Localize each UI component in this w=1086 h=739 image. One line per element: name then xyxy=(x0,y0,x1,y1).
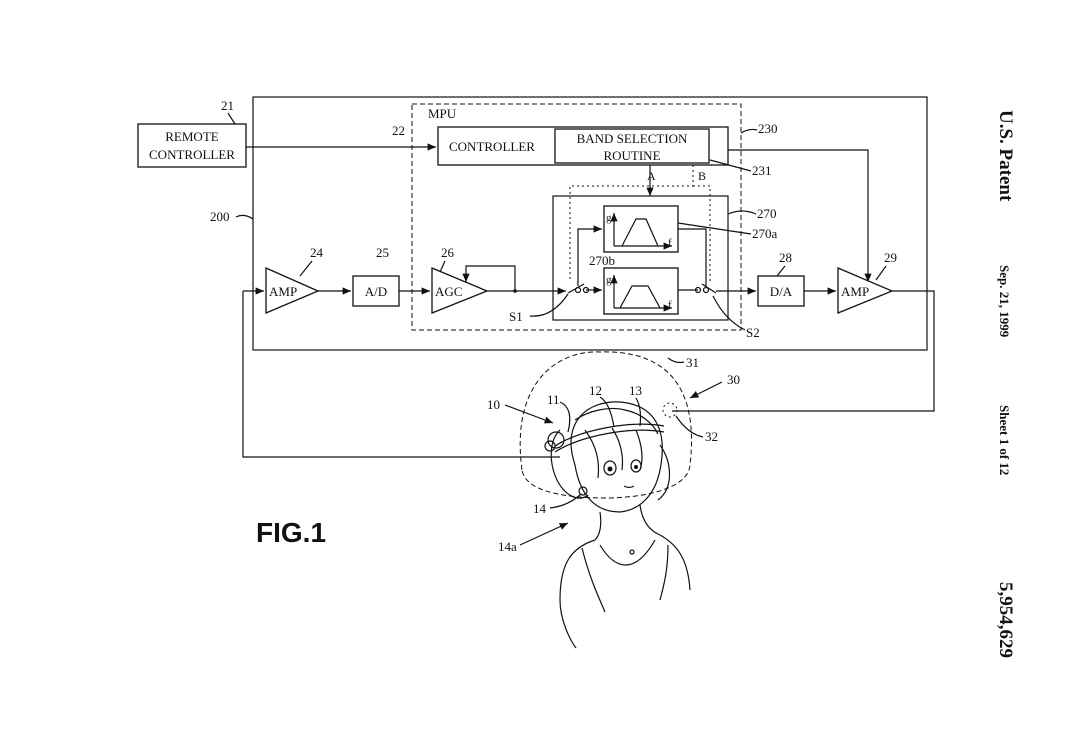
da-label: D/A xyxy=(770,284,793,299)
filter-b-g: g xyxy=(606,274,612,286)
output-to-speaker-line xyxy=(672,290,935,412)
band-selection-label-1: BAND SELECTION xyxy=(577,131,688,146)
ref-31: 31 xyxy=(686,355,699,370)
ref-24: 24 xyxy=(310,245,324,260)
control-a-label: A xyxy=(647,169,656,183)
system-box-200 xyxy=(252,96,928,351)
ref-s2: S2 xyxy=(746,325,760,340)
ref-21: 21 xyxy=(221,98,234,113)
filter-a-response xyxy=(621,218,659,247)
figure-label: FIG.1 xyxy=(256,517,326,548)
filter-section-box xyxy=(552,195,729,321)
agc-feedback-line xyxy=(462,265,516,291)
filter-270a xyxy=(603,205,679,253)
switch-s2-blade xyxy=(701,283,717,294)
ref-200: 200 xyxy=(210,209,230,224)
mpu-label: MPU xyxy=(428,106,457,121)
filter-a-f: f xyxy=(668,237,672,249)
controller-label: CONTROLLER xyxy=(449,139,535,154)
ref-32: 32 xyxy=(705,429,718,444)
publisher-text: U.S. Patent xyxy=(995,110,1016,202)
ref-11: 11 xyxy=(547,392,560,407)
headband-12 xyxy=(554,429,665,453)
ref-270: 270 xyxy=(757,206,777,221)
ref-230: 230 xyxy=(758,121,778,136)
ref-30: 30 xyxy=(727,372,740,387)
ref-22: 22 xyxy=(392,123,405,138)
filter-b-response xyxy=(619,285,661,309)
ref-14a: 14a xyxy=(498,539,517,554)
microphone-14 xyxy=(578,486,588,496)
mic-return-line xyxy=(242,291,560,458)
ref-29: 29 xyxy=(884,250,897,265)
remote-controller-block xyxy=(137,123,247,168)
filter-270b xyxy=(603,267,679,315)
ref-270a: 270a xyxy=(752,226,778,241)
agc-label: AGC xyxy=(435,284,462,299)
controller-to-amp-line xyxy=(728,149,872,282)
input-amp-24 xyxy=(265,267,320,314)
da-converter-28 xyxy=(757,275,805,307)
switch-s1-blade xyxy=(567,283,585,294)
patent-header: U.S. Patent Sep. 21, 1999 Sheet 1 of 12 … xyxy=(995,110,1016,658)
sheet-text: Sheet 1 of 12 xyxy=(997,405,1012,475)
band-selection-label-2: ROUTINE xyxy=(603,148,660,163)
patent-number-text: 5,954,629 xyxy=(995,582,1016,658)
filter-b-f: f xyxy=(668,299,672,311)
output-amp-label: AMP xyxy=(841,284,869,299)
agc-26 xyxy=(431,267,489,314)
speaker-32 xyxy=(662,402,678,418)
ref-26: 26 xyxy=(441,245,455,260)
ref-25: 25 xyxy=(376,245,389,260)
ref-13: 13 xyxy=(629,383,642,398)
input-amp-label: AMP xyxy=(269,284,297,299)
remote-controller-label-1: REMOTE xyxy=(165,129,219,144)
output-amp-29 xyxy=(837,267,894,314)
remote-controller-label-2: CONTROLLER xyxy=(149,147,235,162)
ref-12: 12 xyxy=(589,383,602,398)
mpu-box xyxy=(411,103,742,331)
date-text: Sep. 21, 1999 xyxy=(997,265,1012,338)
ref-s1: S1 xyxy=(509,309,523,324)
band-selection-routine-block xyxy=(554,128,710,164)
ad-converter-25 xyxy=(352,275,400,307)
filter-a-g: g xyxy=(606,212,612,224)
control-b-label: B xyxy=(698,169,706,183)
control-line-b xyxy=(569,165,694,282)
ref-28: 28 xyxy=(779,250,792,265)
ad-label: A/D xyxy=(365,284,387,299)
ref-270b: 270b xyxy=(589,253,615,268)
sound-field-31 xyxy=(519,351,692,499)
ref-231: 231 xyxy=(752,163,772,178)
user-illustration xyxy=(519,351,692,649)
ref-14: 14 xyxy=(533,501,547,516)
ref-10: 10 xyxy=(487,397,500,412)
control-line-b-right xyxy=(693,185,711,282)
